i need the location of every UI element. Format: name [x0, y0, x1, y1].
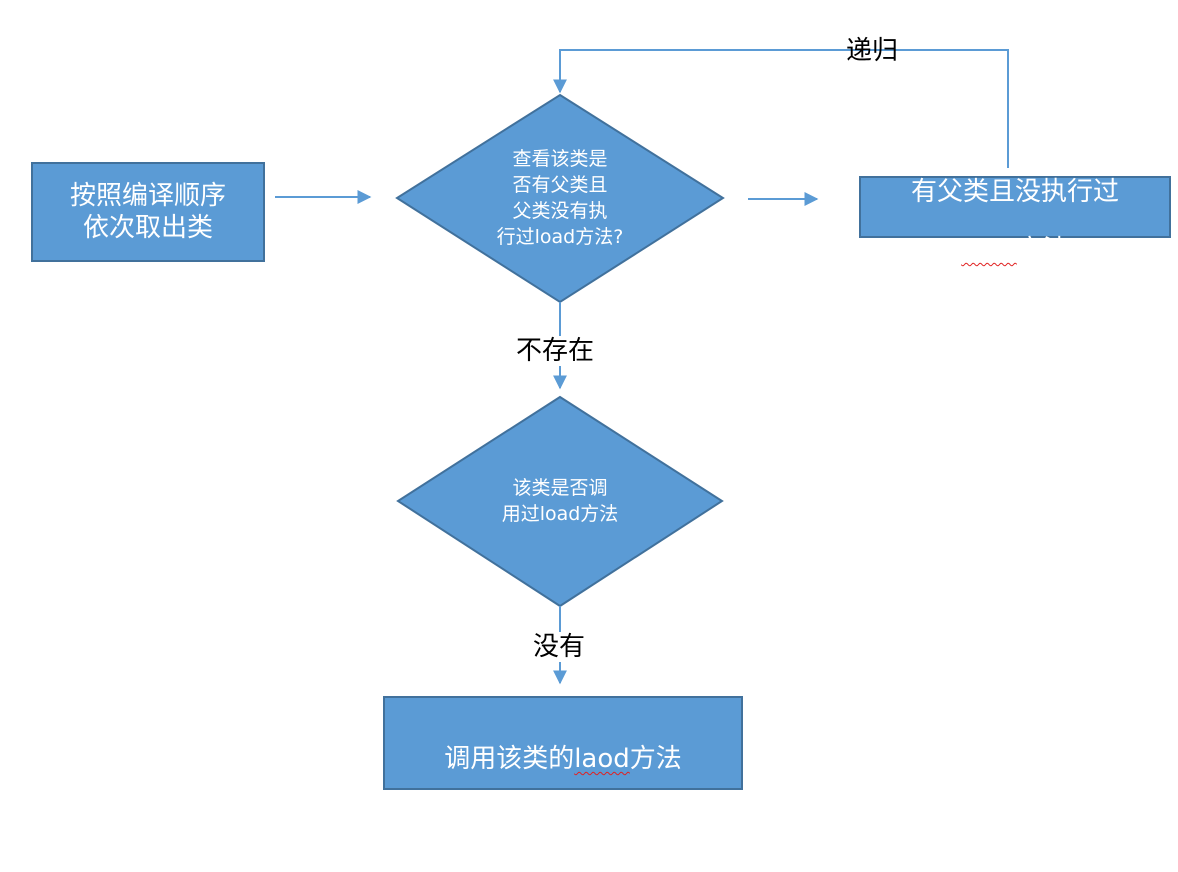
arrow-recursion-loop [553, 49, 1009, 168]
check-parent-label: 查看该类是 否有父类且 父类没有执 行过load方法? [496, 148, 624, 248]
has-parent-label-word: loda [961, 235, 1017, 265]
call-load-label-suffix: 方法 [629, 744, 682, 774]
edge-label-recursion: 递归 [846, 36, 899, 66]
call-load-label-word: laod [574, 744, 630, 774]
check-self-label: 该类是否调 用过load方法 [501, 477, 619, 525]
has-parent-process-box: 有父类且没执行过 loda方法 [859, 176, 1171, 265]
call-load-process-box: 调用该类的laod方法 [383, 696, 743, 790]
start-process-label: 按照编译顺序 依次取出类 [69, 181, 226, 243]
call-load-label: 调用该类的laod方法 [444, 711, 682, 775]
has-parent-label-suffix: 方法 [1016, 235, 1069, 265]
has-parent-label-line1: 有父类且没执行过 [910, 177, 1119, 207]
start-process-box: 按照编译顺序 依次取出类 [31, 162, 265, 262]
has-parent-label: 有父类且没执行过 loda方法 [911, 149, 1119, 265]
edge-label-not-exist: 不存在 [516, 336, 595, 366]
edge-label-not-yet: 没有 [533, 632, 586, 662]
call-load-label-prefix: 调用该类的 [444, 744, 575, 774]
